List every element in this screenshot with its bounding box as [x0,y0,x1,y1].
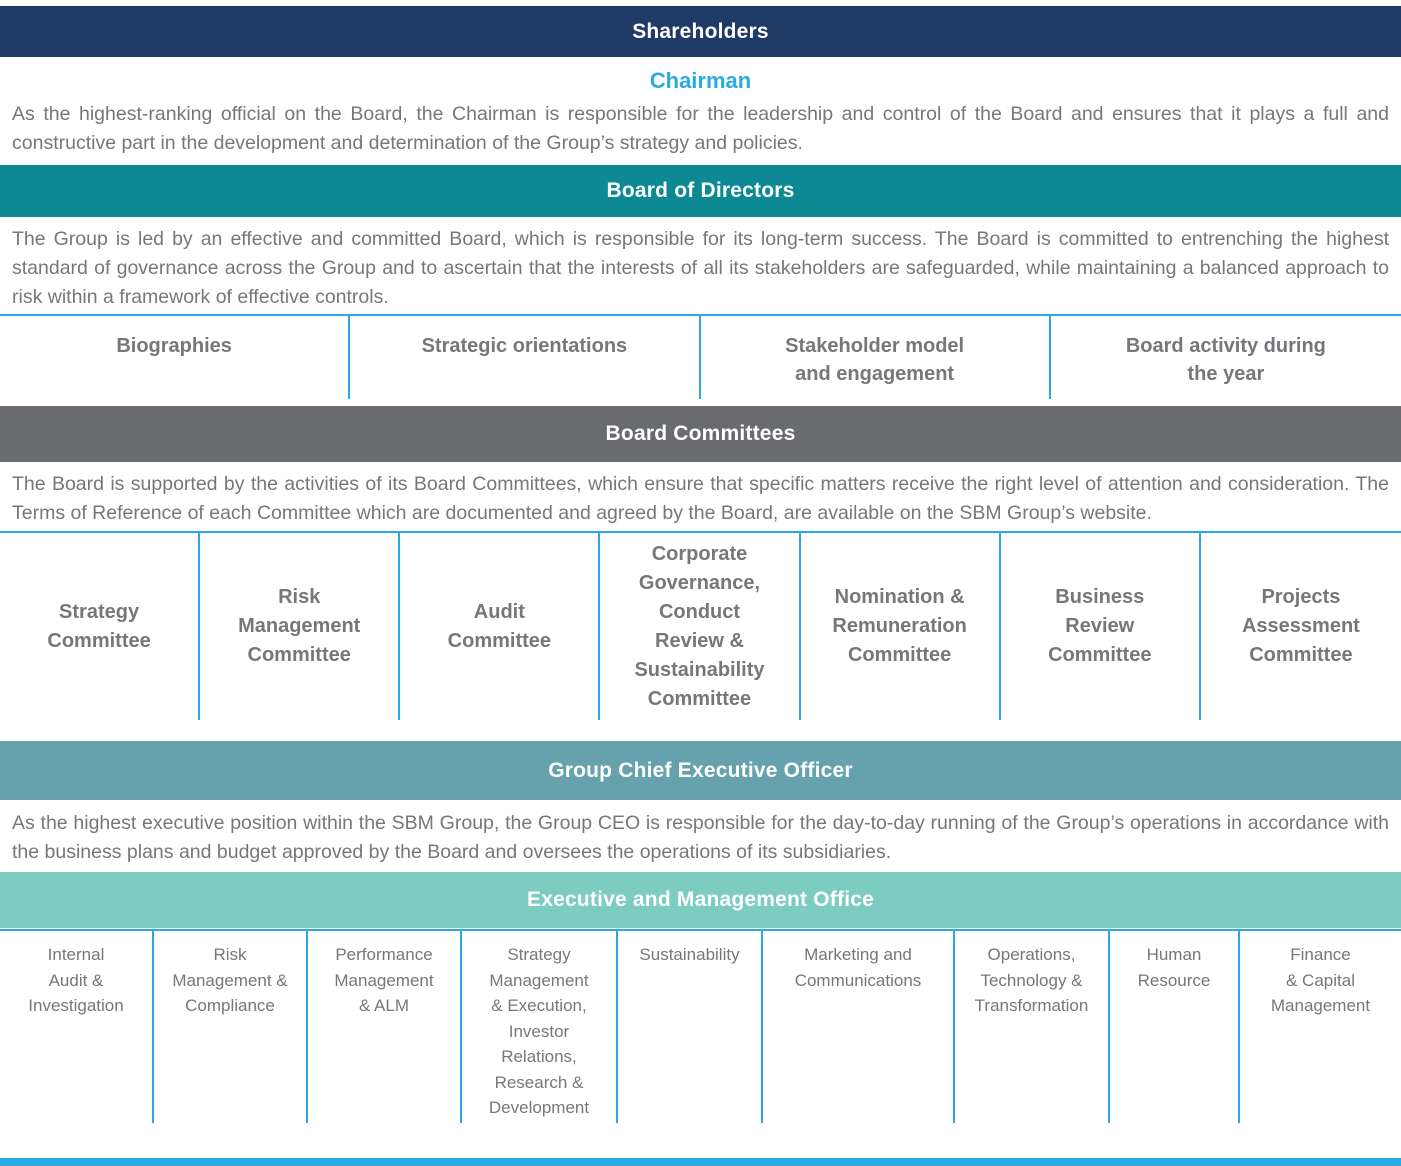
unit-marketing-communications: Marketing and Communications [763,931,955,1123]
group-ceo-banner: Group Chief Executive Officer [0,741,1401,800]
committee-risk-management: Risk Management Committee [200,533,401,720]
chairman-description: As the highest-ranking official on the B… [12,103,1389,154]
unit-performance-management-alm: Performance Management & ALM [308,931,462,1123]
unit-sustainability: Sustainability [618,931,763,1123]
bottom-accent-bar [0,1158,1401,1166]
executive-management-office-banner: Executive and Management Office [0,872,1401,928]
board-description: The Group is led by an effective and com… [12,228,1389,308]
committee-nomination-remuneration: Nomination & Remuneration Committee [801,533,1001,720]
board-of-directors-banner: Board of Directors [0,165,1401,217]
committees-description: The Board is supported by the activities… [12,473,1389,524]
committee-strategy: Strategy Committee [0,533,201,720]
committee-audit: Audit Committee [400,533,601,720]
unit-finance-capital-management: Finance & Capital Management [1270,945,1371,1015]
board-link-board-activity: Board activity during the year [1125,335,1326,385]
unit-strategy-management: Strategy Management & Execution, Investo… [462,931,618,1123]
committee-corporate-governance: Corporate Governance, Conduct Review & S… [600,533,801,720]
chairman-heading: Chairman [649,68,752,93]
board-link-biographies: Biographies [0,316,351,399]
management-units-row: Internal Audit & Investigation Risk Mana… [0,929,1401,1123]
unit-operations-technology: Operations, Technology & Transformation [955,931,1110,1123]
committee-projects-assessment: Projects Assessment Committee [1241,586,1360,666]
unit-risk-management-compliance: Risk Management & Compliance [154,931,308,1123]
committees-row: Strategy Committee Risk Management Commi… [0,531,1401,720]
board-links-row: Biographies Strategic orientations Stake… [0,314,1401,399]
board-link-stakeholder-model: Stakeholder model and engagement [701,316,1051,399]
unit-internal-audit: Internal Audit & Investigation [0,931,154,1123]
board-committees-banner: Board Committees [0,406,1401,462]
unit-human-resource: Human Resource [1110,931,1240,1123]
ceo-description: As the highest executive position within… [12,812,1389,863]
shareholders-banner: Shareholders [0,6,1401,57]
board-link-strategic-orientations: Strategic orientations [350,316,701,399]
committee-business-review: Business Review Committee [1001,533,1201,720]
